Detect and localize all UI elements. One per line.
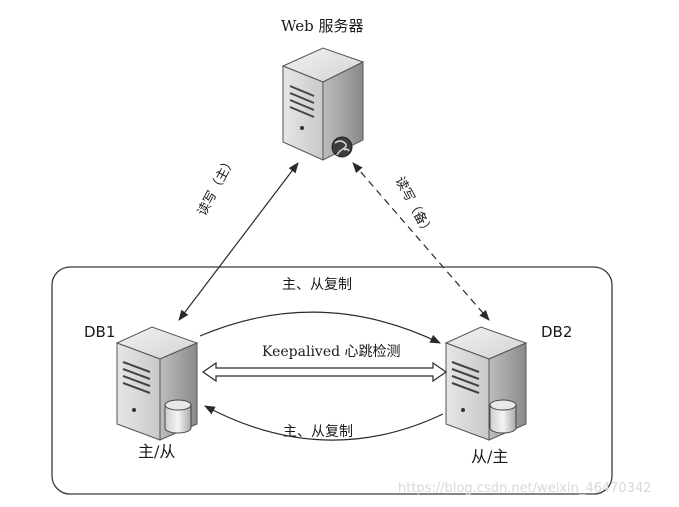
- rw-backup-link: [352, 162, 490, 321]
- db2-label: DB2: [541, 323, 573, 341]
- web-server-icon: [281, 47, 365, 161]
- replication-top-arc: [199, 311, 441, 344]
- db1-label: DB1: [84, 323, 116, 341]
- heartbeat-label: Keepalived 心跳检测: [262, 344, 401, 360]
- db2-role-label: 从/主: [471, 447, 509, 466]
- db-cluster-frame: [51, 266, 613, 495]
- web-server-label: Web 服务器: [281, 17, 364, 35]
- replication-bottom-label: 主、从复制: [283, 424, 353, 440]
- globe-icon: [331, 136, 353, 158]
- db1-database-icon: [164, 399, 192, 434]
- replication-bottom-arc: [204, 405, 444, 441]
- db1-role-label: 主/从: [138, 442, 176, 461]
- db2-database-icon: [489, 399, 517, 434]
- heartbeat-arrow: [201, 361, 448, 383]
- rw-primary-link: [178, 162, 299, 321]
- replication-top-label: 主、从复制: [282, 277, 352, 293]
- watermark: https://blog.csdn.net/weixin_46470342: [398, 481, 652, 496]
